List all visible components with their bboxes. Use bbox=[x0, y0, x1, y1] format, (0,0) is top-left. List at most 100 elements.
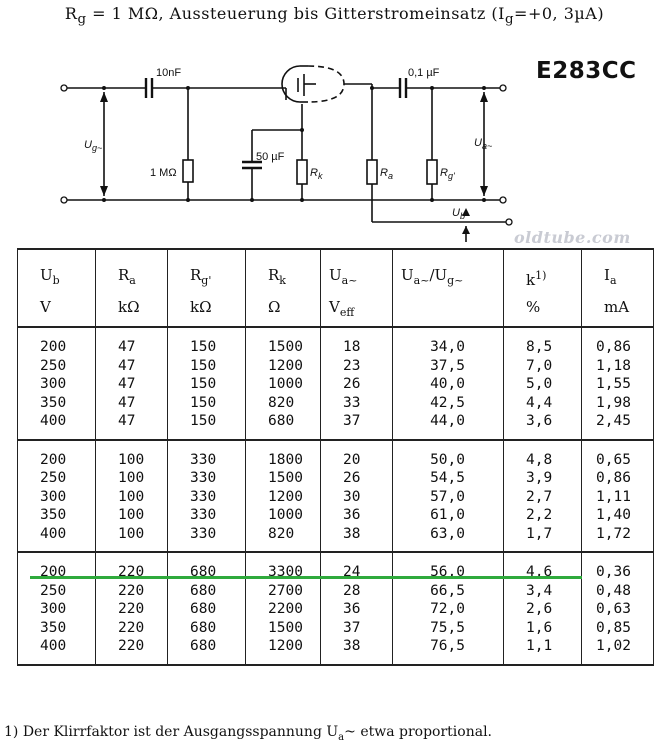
table-value: 200 bbox=[40, 339, 67, 355]
table-value: 0,63 bbox=[596, 601, 631, 617]
table-value: 23 bbox=[343, 357, 361, 374]
table-value: 2700 bbox=[268, 582, 303, 599]
table-value: 1,1 bbox=[526, 638, 553, 654]
table-value: 28 bbox=[343, 582, 361, 599]
watermark: oldtube.com bbox=[514, 228, 631, 247]
table-value: 36 bbox=[343, 507, 361, 523]
table-value: 100 bbox=[118, 488, 145, 505]
table-value: 3,4 bbox=[526, 582, 553, 599]
u-b-label: Ub bbox=[452, 207, 465, 221]
header-ua: Ua~Veff bbox=[320, 248, 393, 328]
table-value: 350 bbox=[40, 507, 67, 523]
table-value: 100 bbox=[118, 507, 145, 523]
table-value: 330 bbox=[190, 451, 217, 468]
table-value: 34,0 bbox=[430, 339, 465, 355]
table-value: 300 bbox=[40, 488, 67, 505]
table-value: 150 bbox=[190, 357, 217, 374]
table-value: 1500 bbox=[268, 619, 303, 636]
table-value: 400 bbox=[40, 413, 67, 429]
highlight-line bbox=[30, 576, 582, 579]
table-value: 150 bbox=[190, 376, 217, 392]
table-value: 37 bbox=[343, 619, 361, 636]
table-value: 1,98 bbox=[596, 394, 631, 411]
table-value: 250 bbox=[40, 582, 67, 599]
table-value: 330 bbox=[190, 507, 217, 523]
table-value: 47 bbox=[118, 394, 136, 411]
table-value: 7,0 bbox=[526, 357, 553, 374]
r-g-out-label: Rg' bbox=[440, 167, 455, 181]
table-value: 350 bbox=[40, 394, 67, 411]
table-value: 1,7 bbox=[526, 525, 553, 542]
table-value: 50,0 bbox=[430, 451, 465, 468]
table-value: 220 bbox=[118, 601, 145, 617]
table-value: 38 bbox=[343, 525, 361, 542]
r-a-label: Ra bbox=[380, 167, 393, 181]
table-value: 300 bbox=[40, 601, 67, 617]
table-value: 1,02 bbox=[596, 638, 631, 654]
table-value: 3,9 bbox=[526, 470, 553, 486]
table-value: 66,5 bbox=[430, 582, 465, 599]
table-value: 18 bbox=[343, 339, 361, 355]
table-value: 220 bbox=[118, 582, 145, 599]
table-value: 37,5 bbox=[430, 357, 465, 374]
table-value: 400 bbox=[40, 525, 67, 542]
table-value: 20 bbox=[343, 451, 361, 468]
table-value: 54,5 bbox=[430, 470, 465, 486]
table-value: 1500 bbox=[268, 470, 303, 486]
r-k-label: Rk bbox=[310, 167, 323, 181]
r-grid-label: 1 MΩ bbox=[150, 167, 177, 179]
table-value: 40,0 bbox=[430, 376, 465, 392]
table-value: 47 bbox=[118, 339, 136, 355]
table-value: 75,5 bbox=[430, 619, 465, 636]
table-value: 76,5 bbox=[430, 638, 465, 654]
table-value: 63,0 bbox=[430, 525, 465, 542]
table-value: 100 bbox=[118, 470, 145, 486]
table-value: 1800 bbox=[268, 451, 303, 468]
u-out-label: Ua~ bbox=[474, 137, 492, 151]
table-value: 150 bbox=[190, 339, 217, 355]
table-value: 820 bbox=[268, 394, 295, 411]
table-value: 57,0 bbox=[430, 488, 465, 505]
table-value: 4,4 bbox=[526, 394, 553, 411]
table-value: 2,6 bbox=[526, 601, 553, 617]
table-value: 330 bbox=[190, 525, 217, 542]
table-value: 100 bbox=[118, 525, 145, 542]
table-value: 0,86 bbox=[596, 470, 631, 486]
table-value: 1,40 bbox=[596, 507, 631, 523]
table-value: 0,86 bbox=[596, 339, 631, 355]
table-value: 36 bbox=[343, 601, 361, 617]
table-value: 220 bbox=[118, 619, 145, 636]
table-value: 150 bbox=[190, 413, 217, 429]
table-value: 42,5 bbox=[430, 394, 465, 411]
table-value: 1000 bbox=[268, 507, 303, 523]
table-value: 2200 bbox=[268, 601, 303, 617]
table-value: 1,55 bbox=[596, 376, 631, 392]
table-value: 26 bbox=[343, 470, 361, 486]
table-value: 1200 bbox=[268, 357, 303, 374]
table-value: 350 bbox=[40, 619, 67, 636]
u-in-label: Ug~ bbox=[84, 139, 102, 153]
table-value: 300 bbox=[40, 376, 67, 392]
header-rg: Rg'kΩ bbox=[167, 248, 246, 328]
